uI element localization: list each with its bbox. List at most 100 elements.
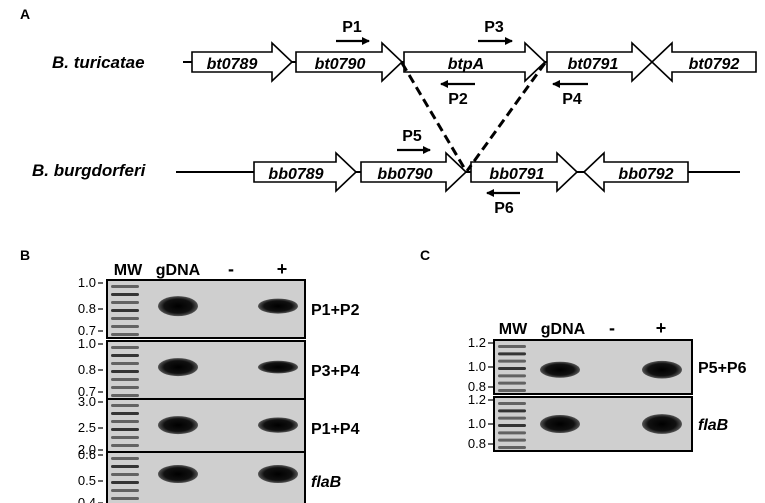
ladder-band <box>111 346 139 349</box>
ladder-band <box>111 489 139 492</box>
panel-b-letter: B <box>20 247 30 263</box>
ladder-band <box>111 428 139 431</box>
lane-header-negative: - <box>609 318 615 338</box>
gene-bt0789: bt0789 <box>191 41 294 83</box>
tick-label: 1.2 <box>468 392 486 407</box>
tick-label: 1.0 <box>468 416 486 431</box>
band-gdna <box>540 415 580 433</box>
gene-bt0791: bt0791 <box>546 41 654 83</box>
ladder-band <box>111 362 139 365</box>
lane-header-positive: + <box>656 318 667 338</box>
ladder-band <box>498 409 526 413</box>
gene-bb0791: bb0791 <box>470 151 579 193</box>
tick-label: 0.5 <box>78 473 96 488</box>
band-positive <box>642 360 682 379</box>
gel-label: flaB <box>698 417 728 434</box>
tick-label: 1.0 <box>468 359 486 374</box>
lane-headers-c: MW gDNA - + <box>499 318 666 338</box>
ladder-band <box>111 457 139 460</box>
tick-label: 0.4 <box>78 495 96 503</box>
species-label-turicatae: B. turicatae <box>52 53 145 72</box>
ladder-band <box>111 309 139 312</box>
tick-label: 0.8 <box>78 301 96 316</box>
gel-label: P1+P2 <box>311 302 360 319</box>
ladder-band <box>498 367 526 370</box>
gel-c-1: 1.2 1.0 0.8 P5+P6 <box>468 335 747 395</box>
tick-label: 1.0 <box>78 336 96 351</box>
ladder-band <box>498 402 526 405</box>
gene-label-bb0792: bb0792 <box>618 166 673 183</box>
gene-label-bb0789: bb0789 <box>268 166 323 183</box>
panel-c: C MW gDNA - + 1.2 1.0 0.8 P5+P6 1.2 1.0 0.8 fla… <box>420 247 747 452</box>
tick-label: 0.8 <box>468 436 486 451</box>
primer-p2: P2 <box>440 80 475 108</box>
band-gdna <box>158 465 198 484</box>
ladder-band <box>498 446 526 449</box>
ladder-band <box>111 370 139 373</box>
band-gdna <box>158 358 198 377</box>
tick-label: 3.0 <box>78 394 96 409</box>
gel-label: flaB <box>311 474 341 491</box>
gene-label-btpA: btpA <box>448 56 484 73</box>
ladder-band <box>498 431 526 435</box>
ladder-band <box>498 424 526 427</box>
lane-header-mw: MW <box>499 321 528 338</box>
panel-c-letter: C <box>420 247 430 263</box>
tick-label: 0.8 <box>468 379 486 394</box>
ladder-band <box>111 293 139 296</box>
ladder-band <box>111 317 139 320</box>
primer-label-p4: P4 <box>562 91 582 108</box>
band-positive <box>258 360 298 374</box>
band-positive <box>258 298 298 314</box>
ladder-band <box>111 285 139 288</box>
lane-header-positive: + <box>277 259 288 279</box>
gel-b-2: 1.00.80.7P3+P4 <box>78 336 360 400</box>
gel-label: P5+P6 <box>698 360 747 377</box>
gene-btpA: btpA <box>403 41 547 83</box>
band-gdna <box>158 296 198 317</box>
lane-header-negative: - <box>228 259 234 279</box>
ladder-band <box>111 325 139 328</box>
tick-label: 2.0 <box>78 442 96 457</box>
species-label-burgdorferi: B. burgdorferi <box>32 161 147 180</box>
insertion-line-right <box>465 62 547 172</box>
ladder-band <box>111 473 139 476</box>
ladder-band <box>498 416 526 420</box>
band-gdna <box>540 361 580 378</box>
lane-header-gdna: gDNA <box>156 262 201 279</box>
insertion-line-left <box>400 62 468 172</box>
ladder-band <box>111 420 139 423</box>
ladder-band <box>111 404 139 407</box>
band-positive <box>258 465 298 484</box>
primer-label-p5: P5 <box>402 128 422 145</box>
ladder-band <box>498 374 526 378</box>
primer-p3: P3 <box>478 19 513 45</box>
gene-label-bb0790: bb0790 <box>377 166 432 183</box>
panel-a: A B. turicatae B. burgdorferi bt0789 bt0… <box>20 6 757 217</box>
lane-headers-b: MW gDNA - + <box>114 259 287 279</box>
gene-label-bt0789: bt0789 <box>207 56 258 73</box>
ladder-band <box>498 389 526 392</box>
band-positive <box>258 417 298 433</box>
gel-label: P3+P4 <box>311 363 360 380</box>
ladder-band <box>498 352 526 356</box>
primer-label-p3: P3 <box>484 19 504 36</box>
gene-bt0790: bt0790 <box>295 41 404 83</box>
primer-p1: P1 <box>336 19 370 45</box>
ladder-band <box>111 333 139 336</box>
ladder-band <box>111 444 139 447</box>
ladder-band <box>111 436 139 439</box>
ladder-band <box>111 386 139 389</box>
tick-label: 1.2 <box>468 335 486 350</box>
ladder-band <box>111 378 139 381</box>
primer-label-p2: P2 <box>448 91 468 108</box>
primer-label-p1: P1 <box>342 19 362 36</box>
gel-c-2: 1.2 1.0 0.8 flaB <box>468 392 728 452</box>
panel-b: B MW gDNA - + 1.00.80.7P1+P21.00.80.7P3+… <box>20 247 360 503</box>
primer-p5: P5 <box>397 128 431 154</box>
gel-b-3: 3.02.52.0P1+P4 <box>78 394 360 458</box>
ladder-band <box>498 381 526 385</box>
ladder-band <box>111 354 139 357</box>
